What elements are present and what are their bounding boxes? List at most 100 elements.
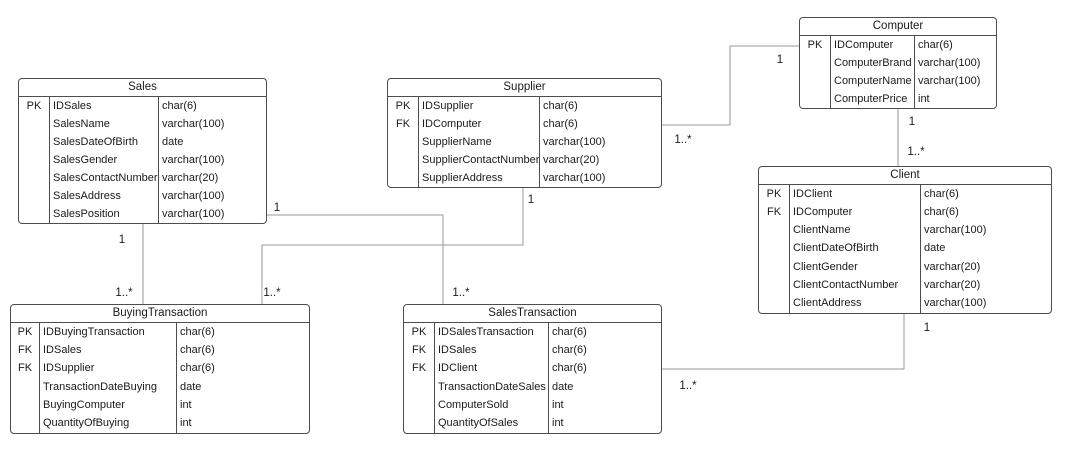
buying-transaction-row1-type: char(6) [176,341,309,360]
buying-transaction-row2-field: IDSupplier [39,359,176,378]
sales-row3-type: varchar(100) [158,151,266,169]
supplier-row0-type: char(6) [539,97,661,115]
buying-transaction-row3-key [11,378,39,396]
client-row5-field: ClientContactNumber [789,276,920,295]
client-row4-key [759,258,789,276]
client-row4-type: varchar(20) [920,258,1051,277]
cardinality-label[interactable]: 1..* [114,287,134,299]
computer-row0-key: PK [807,38,823,51]
client-row2-type: varchar(100) [920,221,1051,240]
buying-transaction-row0-key: PK [17,325,33,338]
sales-row1-field: SalesName [49,115,158,133]
table-title-sales: Sales [19,79,266,97]
cardinality-label[interactable]: 1 [907,116,917,128]
supplier-row3-type: varchar(20) [539,151,661,169]
connector-computer-supplier[interactable] [660,45,801,126]
sales-row0-key: PK [26,99,42,112]
client-row6-key [759,295,789,313]
computer-row3-key [800,90,830,108]
table-title-sales-transaction: SalesTransaction [404,305,661,323]
sales-transaction-row1-key: FK [411,343,427,356]
client-row4-field: ClientGender [789,258,920,277]
buying-transaction-row4-key [11,396,39,414]
sales-transaction-row0-field: IDSalesTransaction [434,323,548,342]
client-row2-key [759,222,789,240]
sales-row0-type: char(6) [158,97,266,115]
supplier-row4-field: SupplierAddress [418,169,539,187]
sales-transaction-row4-field: ComputerSold [434,396,548,415]
sales-row4-key [19,169,49,187]
supplier-row2-field: SupplierName [418,133,539,151]
supplier-row4-type: varchar(100) [539,169,661,187]
sales-transaction-row5-field: QuantityOfSales [434,414,548,433]
cardinality-label[interactable]: 1..* [262,287,282,299]
sales-transaction-row5-type: int [548,414,661,433]
sales-transaction-row2-type: char(6) [548,359,661,378]
client-row3-field: ClientDateOfBirth [789,239,920,259]
cardinality-label[interactable]: 1 [117,234,127,246]
sales-row6-key [19,205,49,223]
cardinality-label[interactable]: 1..* [673,134,693,146]
sales-transaction-row1-field: IDSales [434,341,548,360]
client-row3-key [759,240,789,258]
computer-row1-key [800,54,830,72]
cardinality-label[interactable]: 1 [526,194,536,206]
sales-row3-field: SalesGender [49,151,158,169]
cardinality-label[interactable]: 1..* [906,146,926,158]
connector-client-salestransaction[interactable] [660,312,905,370]
sales-row2-field: SalesDateOfBirth [49,133,158,151]
buying-transaction-row2-key: FK [17,362,33,375]
table-title-buying-transaction: BuyingTransaction [11,305,309,323]
sales-row0-field: IDSales [49,97,158,115]
sales-row6-type: varchar(100) [158,205,266,223]
client-row2-field: ClientName [789,221,920,240]
sales-row1-type: varchar(100) [158,115,266,133]
computer-row0-field: IDComputer [830,36,914,54]
connector-supplier-buyingtransaction[interactable] [261,187,524,306]
sales-transaction-row1-type: char(6) [548,341,661,360]
computer-row2-key [800,72,830,90]
client-row1-type: char(6) [920,203,1051,222]
client-row6-field: ClientAddress [789,294,920,313]
client-row0-key: PK [766,187,782,200]
buying-transaction-row1-key: FK [17,343,33,356]
supplier-row0-key: PK [395,99,411,112]
table-title-supplier: Supplier [388,79,661,97]
cardinality-label[interactable]: 1 [272,202,282,214]
cardinality-label[interactable]: 1..* [678,380,698,392]
buying-transaction-row0-type: char(6) [176,323,309,342]
computer-row1-field: ComputerBrand [830,54,914,72]
cardinality-label[interactable]: 1 [775,54,785,66]
supplier-row0-field: IDSupplier [418,97,539,115]
supplier-row1-key: FK [395,117,411,130]
sales-row3-key [19,151,49,169]
connector-sales-salestransaction[interactable] [265,214,444,306]
client-row5-key [759,276,789,294]
buying-transaction-row5-key [11,415,39,433]
cardinality-label[interactable]: 1..* [451,287,471,299]
sales-transaction-row3-field: TransactionDateSales [434,378,548,397]
sales-row2-type: date [158,133,266,151]
supplier-row3-field: SupplierContactNumber [418,151,539,169]
buying-transaction-row3-field: TransactionDateBuying [39,378,176,397]
supplier-row1-field: IDComputer [418,115,539,133]
computer-row1-type: varchar(100) [914,54,996,72]
client-row0-type: char(6) [920,185,1051,204]
supplier-row2-key [388,133,418,151]
cardinality-label[interactable]: 1 [922,322,932,334]
supplier-row3-key [388,151,418,169]
buying-transaction-row2-type: char(6) [176,359,309,378]
sales-transaction-row3-key [404,378,434,396]
sales-transaction-row0-type: char(6) [548,323,661,342]
